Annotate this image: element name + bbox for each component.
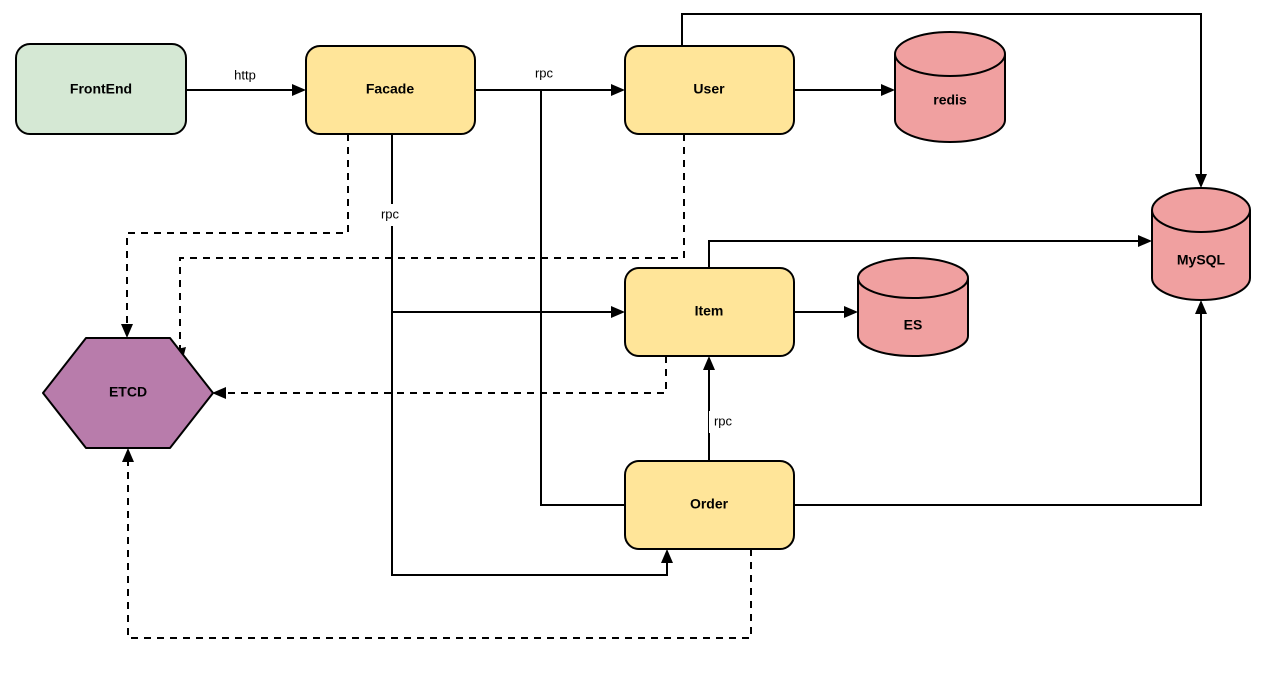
arrow-head-icon xyxy=(1195,174,1207,188)
edge-line xyxy=(540,90,625,506)
node-es[interactable]: ES xyxy=(857,257,969,357)
edge-line-dashed xyxy=(126,134,349,329)
user-shape[interactable] xyxy=(624,45,795,135)
edge-line-dashed xyxy=(222,356,667,394)
edge-line-dashed xyxy=(179,134,685,352)
order-shape[interactable] xyxy=(624,460,795,550)
edge-line xyxy=(391,312,668,576)
user-label: User xyxy=(693,81,725,97)
arrow-head-icon xyxy=(703,356,715,370)
label-backdrop xyxy=(709,411,739,433)
node-mysql[interactable]: MySQL xyxy=(1151,187,1251,301)
node-user[interactable]: User xyxy=(624,45,795,135)
edge-label-http: http xyxy=(234,67,256,82)
arrow-head-icon xyxy=(611,84,625,96)
arrow-head-icon xyxy=(122,448,134,462)
es-cylinder-top-icon xyxy=(857,277,969,299)
etcd-label: ETCD xyxy=(109,384,147,400)
edge-order-to-facade xyxy=(540,90,625,506)
es-label: ES xyxy=(904,317,923,333)
edge-user-to-mysql xyxy=(681,13,1207,188)
edge-user-to-redis xyxy=(794,84,895,96)
frontend-label: FrontEnd xyxy=(70,81,132,97)
edge-order-to-etcd xyxy=(122,448,752,639)
node-order[interactable]: Order xyxy=(624,460,795,550)
edge-facade-to-etcd xyxy=(121,134,349,338)
arrow-head-icon xyxy=(844,306,858,318)
arrow-head-icon xyxy=(881,84,895,96)
arrow-head-icon xyxy=(292,84,306,96)
facade-shape[interactable] xyxy=(305,45,476,135)
label-backdrop xyxy=(230,64,262,86)
arrow-head-icon xyxy=(661,549,673,563)
arrow-head-icon xyxy=(611,306,625,318)
node-redis[interactable]: redis xyxy=(894,31,1006,143)
edge-label-rpc-facade-item: rpc xyxy=(381,206,400,221)
node-item[interactable]: Item xyxy=(624,267,795,357)
edge-label-rpc-order-item: rpc xyxy=(714,413,733,428)
edge-label-rpc-facade-user: rpc xyxy=(535,65,554,80)
node-frontend[interactable]: FrontEnd xyxy=(15,43,187,135)
label-backdrop xyxy=(376,204,406,226)
edge-order-to-item xyxy=(703,356,715,461)
edge-line xyxy=(681,13,1202,179)
edge-facade-to-item xyxy=(391,134,625,318)
facade-label: Facade xyxy=(366,81,414,97)
edge-label-group: http rpc rpc rpc xyxy=(230,62,739,433)
label-backdrop xyxy=(530,62,560,84)
edge-item-to-es xyxy=(794,306,858,318)
redis-label: redis xyxy=(933,92,967,108)
edge-frontend-to-facade xyxy=(186,84,306,96)
node-facade[interactable]: Facade xyxy=(305,45,476,135)
edge-item-to-etcd xyxy=(212,356,667,399)
edge-order-to-mysql xyxy=(794,300,1207,506)
edge-facade-to-order xyxy=(391,312,673,576)
es-cylinder-shape[interactable] xyxy=(857,257,969,357)
mysql-label: MySQL xyxy=(1177,252,1226,268)
order-label: Order xyxy=(690,496,729,512)
mysql-cylinder-top-icon xyxy=(1151,209,1251,233)
edge-facade-to-user xyxy=(475,84,625,96)
item-label: Item xyxy=(695,303,724,319)
edge-line xyxy=(708,240,1143,268)
arrow-head-icon xyxy=(121,324,133,338)
arrow-head-icon xyxy=(1195,300,1207,314)
frontend-shape[interactable] xyxy=(15,43,187,135)
mysql-cylinder-shape[interactable] xyxy=(1151,187,1251,301)
edge-line xyxy=(391,134,616,313)
redis-cylinder-shape[interactable] xyxy=(894,31,1006,143)
etcd-hexagon-shape[interactable] xyxy=(42,337,214,449)
edge-item-to-mysql xyxy=(708,235,1152,268)
item-shape[interactable] xyxy=(624,267,795,357)
arrow-head-icon xyxy=(1138,235,1152,247)
edge-line-dashed xyxy=(127,457,752,639)
redis-cylinder-top-icon xyxy=(894,53,1006,77)
node-etcd[interactable]: ETCD xyxy=(42,337,214,449)
arrow-head-icon xyxy=(212,387,226,399)
edge-line xyxy=(794,309,1202,506)
edge-user-to-etcd xyxy=(173,134,685,362)
